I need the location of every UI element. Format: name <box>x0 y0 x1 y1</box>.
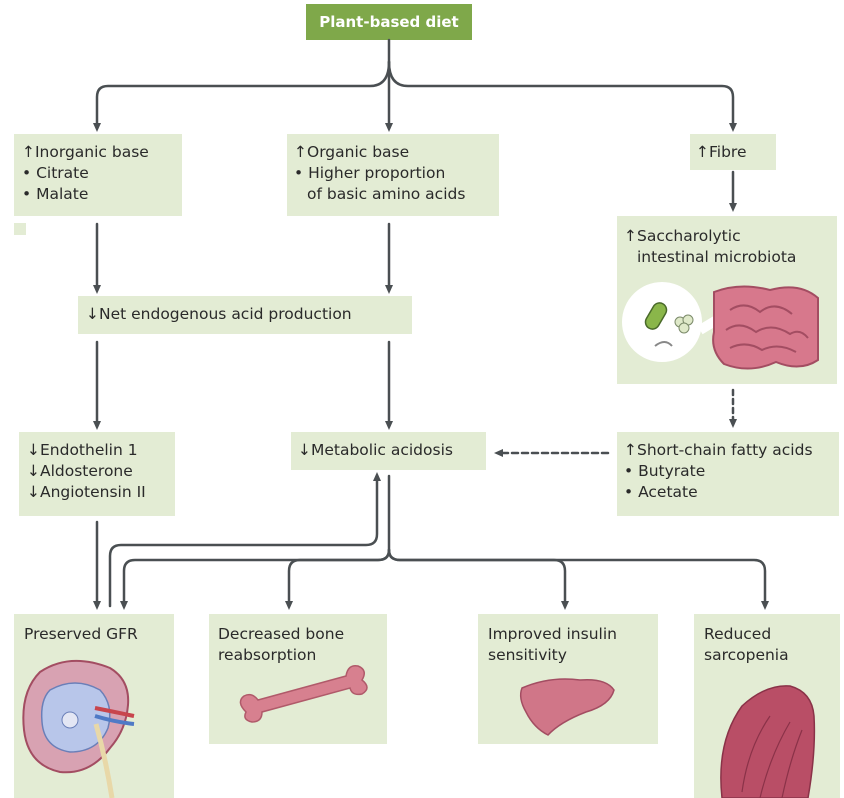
kidney-illustration <box>23 661 134 798</box>
arrow-acidosis-bone <box>289 550 389 606</box>
arrow-acidosis-gfr <box>124 550 389 606</box>
arrow-to-inorganic <box>97 62 389 128</box>
arrow-acidosis-insulin <box>389 550 565 606</box>
arrow-acidosis-sarcopenia <box>389 550 765 606</box>
arrow-gfr-acidosis <box>110 476 377 606</box>
microbiota-illustration <box>622 282 818 369</box>
arrow-to-fibre <box>389 62 733 128</box>
liver-illustration <box>521 679 614 735</box>
muscle-illustration <box>721 686 815 798</box>
bone-illustration <box>240 666 367 722</box>
